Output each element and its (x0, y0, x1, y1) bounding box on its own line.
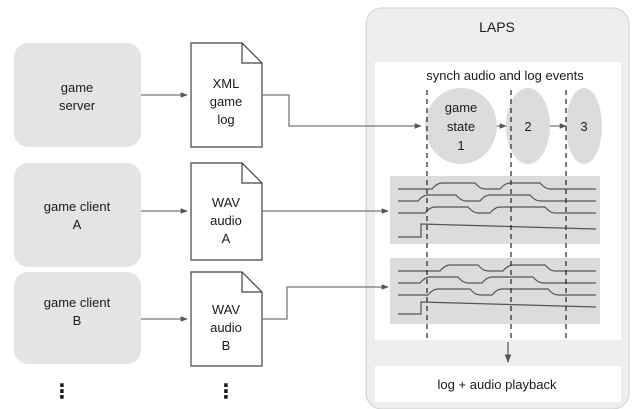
laps-title: LAPS (479, 19, 515, 35)
arrow-wav-b-to-band (262, 284, 389, 320)
game-state-1 (425, 88, 497, 164)
doc-wav-audio-a: WAV audio A (190, 162, 263, 261)
wav-a-line3: A (222, 231, 231, 246)
state1-line3: 1 (457, 138, 464, 153)
wav-a-line2: audio (210, 213, 242, 228)
xml-line2: game (210, 94, 243, 109)
xml-line1: XML (213, 76, 240, 91)
wav-a-line1: WAV (212, 195, 240, 210)
doc-wav-audio-b: WAV audio B (190, 271, 263, 367)
wav-b-line2: audio (210, 320, 242, 335)
wav-b-line3: B (222, 338, 231, 353)
state2-label: 2 (524, 119, 531, 134)
game-server-line2: server (59, 98, 96, 113)
arrow-xml-to-state (262, 94, 422, 129)
state1-line1: game (445, 100, 478, 115)
audio-band-a (390, 176, 600, 244)
source-game-client-b: game client B (14, 272, 141, 364)
state3-label: 3 (580, 119, 587, 134)
client-b-line2: B (73, 313, 82, 328)
audio-band-b (390, 258, 600, 324)
game-state-3 (566, 88, 602, 164)
client-b-line1: game client (44, 295, 111, 310)
sync-caption: synch audio and log events (426, 68, 584, 83)
client-a-line2: A (73, 217, 82, 232)
xml-line3: log (217, 112, 234, 127)
game-state-2 (506, 88, 550, 164)
playback-label: log + audio playback (438, 377, 557, 392)
more-sources-ellipsis: ⋮ (52, 381, 72, 403)
doc-xml-game-log: XML game log (190, 42, 263, 148)
client-a-line1: game client (44, 199, 111, 214)
state1-line2: state (447, 119, 475, 134)
game-server-line1: game (61, 80, 94, 95)
source-game-client-a: game client A (14, 163, 141, 267)
source-game-server: game server (14, 43, 141, 147)
wav-b-line1: WAV (212, 302, 240, 317)
more-docs-ellipsis: ⋮ (216, 381, 236, 403)
